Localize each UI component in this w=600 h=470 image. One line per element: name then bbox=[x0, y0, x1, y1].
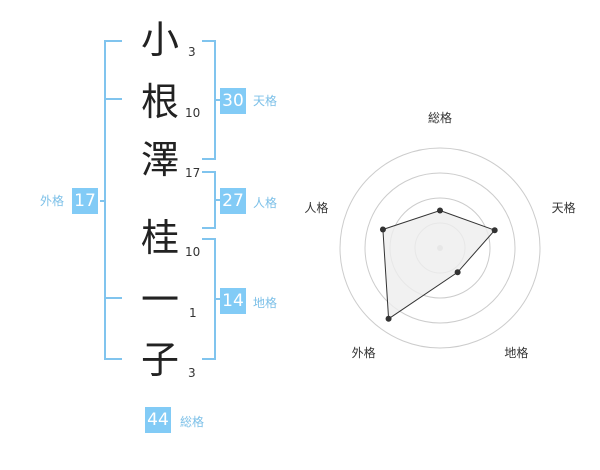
jinkaku-badge: 27 bbox=[220, 188, 246, 214]
radar-axis-label-5: 人格 bbox=[304, 200, 328, 215]
stroke-count-6: 3 bbox=[188, 366, 196, 380]
jinkaku-connector bbox=[214, 199, 222, 201]
radar-ring-4 bbox=[339, 147, 541, 349]
chikaku-label: 地格 bbox=[253, 296, 278, 310]
radar-point-4 bbox=[385, 315, 392, 322]
gaikaku-bracket-tick-bottom bbox=[104, 297, 122, 299]
name-char-3: 澤 bbox=[140, 138, 179, 182]
radar-point-5 bbox=[379, 226, 386, 233]
name-char-2: 根 bbox=[140, 80, 179, 124]
stroke-count-5: 1 bbox=[189, 306, 197, 320]
radar-point-1 bbox=[437, 207, 443, 214]
soukaku-badge: 44 bbox=[145, 407, 171, 433]
chikaku-connector bbox=[214, 298, 222, 300]
radar-axis-label-3: 地格 bbox=[504, 345, 528, 360]
gaikaku-bracket bbox=[104, 40, 122, 360]
radar-axis-label-4: 外格 bbox=[352, 345, 376, 360]
tenkaku-connector bbox=[214, 99, 222, 101]
radar-points bbox=[379, 207, 498, 322]
gaikaku-connector bbox=[100, 200, 106, 202]
gaikaku-label: 外格 bbox=[40, 194, 65, 208]
tenkaku-label: 天格 bbox=[253, 94, 278, 108]
radar-point-2 bbox=[491, 227, 498, 234]
name-char-1: 小 bbox=[140, 18, 179, 62]
soukaku-label: 総格 bbox=[180, 415, 205, 429]
gaikaku-bracket-tick-top bbox=[104, 98, 122, 100]
name-char-4: 桂 bbox=[140, 216, 179, 260]
stroke-count-4: 10 bbox=[185, 245, 201, 259]
radar-axis-label-1: 総格 bbox=[428, 110, 452, 125]
stroke-count-3: 17 bbox=[185, 166, 201, 180]
chikaku-badge: 14 bbox=[220, 288, 246, 314]
radar-polygon bbox=[382, 209, 496, 320]
radar-ring-3 bbox=[364, 172, 516, 324]
tenkaku-badge: 30 bbox=[220, 88, 246, 114]
stroke-count-1: 3 bbox=[188, 45, 196, 59]
radar-axis-label-2: 天格 bbox=[552, 200, 576, 215]
name-char-6: 子 bbox=[140, 338, 179, 382]
name-char-5: 一 bbox=[140, 278, 179, 322]
gaikaku-badge: 17 bbox=[72, 188, 98, 214]
radar-point-3 bbox=[454, 269, 461, 276]
jinkaku-label: 人格 bbox=[253, 196, 278, 210]
stroke-count-2: 10 bbox=[185, 106, 201, 120]
